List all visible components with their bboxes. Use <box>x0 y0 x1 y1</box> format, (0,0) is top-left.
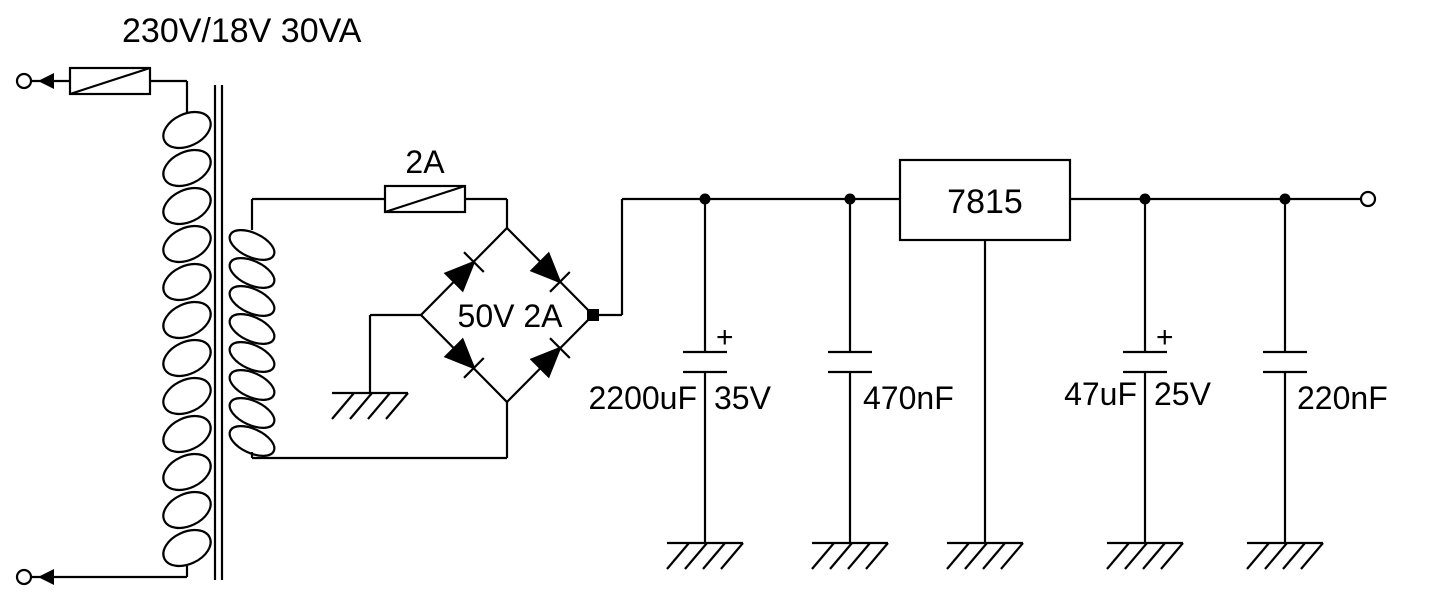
terminal-circle <box>15 72 33 90</box>
junction-dot <box>1279 193 1291 205</box>
winding-loop <box>162 338 212 378</box>
junction-square <box>587 309 599 321</box>
winding-loop <box>162 262 212 302</box>
regulator-7815: 7815 <box>898 158 1072 242</box>
bridge-diamond <box>419 226 595 404</box>
winding-loop <box>162 490 212 530</box>
transformer-label: 230V/18V 30VA <box>122 12 362 50</box>
ground-icon <box>330 391 410 421</box>
winding-loop <box>162 148 212 188</box>
plus-sign: + <box>1156 321 1174 354</box>
ground-icon <box>665 541 745 571</box>
winding-loop <box>228 369 276 401</box>
input-terminal-bottom <box>15 568 54 586</box>
winding-loop <box>228 425 276 457</box>
capacitor-plates <box>828 350 872 374</box>
secondary-fuse-label: 2A <box>405 144 445 180</box>
junction-dot <box>844 193 856 205</box>
capacitor-47uf: + 47uF 25V <box>1064 321 1212 412</box>
bridge-label: 50V 2A <box>458 298 564 334</box>
winding-loop <box>162 528 212 568</box>
bridge-rectifier: 50V 2A <box>419 226 599 404</box>
winding-loop <box>228 341 276 373</box>
winding-loop <box>162 414 212 454</box>
winding-loop <box>228 313 276 345</box>
fuse-body <box>383 184 467 214</box>
capacitor-voltage: 25V <box>1154 376 1212 412</box>
input-terminal-top <box>15 72 54 90</box>
transformer-core <box>213 85 224 580</box>
output-terminal <box>1359 190 1377 208</box>
connector-arrow-icon <box>38 73 54 89</box>
winding-loop <box>162 452 212 492</box>
transformer: 230V/18V 30VA <box>122 12 362 580</box>
capacitor-value: 220nF <box>1297 380 1388 416</box>
ground-icon <box>1105 541 1185 571</box>
primary-winding <box>162 110 212 568</box>
plus-sign: + <box>716 321 734 354</box>
ground-icon <box>1245 541 1325 571</box>
winding-loop <box>162 376 212 416</box>
capacitor-value: 2200uF <box>588 380 697 416</box>
capacitor-470nf: 470nF <box>828 350 954 416</box>
capacitor-value: 47uF <box>1064 376 1137 412</box>
junction-dot <box>699 193 711 205</box>
capacitor-plates <box>1123 350 1167 374</box>
capacitor-plates <box>683 350 727 374</box>
grounds <box>330 391 1325 571</box>
capacitor-voltage: 35V <box>714 380 772 416</box>
primary-fuse <box>68 66 152 96</box>
secondary-fuse: 2A <box>383 144 467 214</box>
connector-arrow-icon <box>38 569 54 585</box>
winding-loop <box>228 285 276 317</box>
secondary-winding <box>228 229 276 457</box>
ground-icon <box>810 541 890 571</box>
regulator-body <box>898 158 1072 242</box>
winding-loop <box>162 110 212 150</box>
fuse-diagonal <box>384 184 466 214</box>
winding-loop <box>228 257 276 289</box>
winding-loop <box>162 224 212 264</box>
capacitor-plates <box>1263 350 1307 374</box>
terminal-circle <box>1359 190 1377 208</box>
winding-loop <box>228 229 276 261</box>
capacitor-value: 470nF <box>863 380 954 416</box>
capacitor-2200uf: + 2200uF 35V <box>588 321 771 416</box>
regulator-label: 7815 <box>947 183 1023 221</box>
capacitor-220nf: 220nF <box>1263 350 1388 416</box>
fuse-body <box>68 66 152 96</box>
junction-dots <box>699 193 1291 205</box>
junction-dot <box>1139 193 1151 205</box>
winding-loop <box>162 300 212 340</box>
ground-icon <box>945 541 1025 571</box>
winding-loop <box>228 397 276 429</box>
winding-loop <box>162 186 212 226</box>
terminal-circle <box>15 568 33 586</box>
fuse-diagonal <box>69 66 151 96</box>
